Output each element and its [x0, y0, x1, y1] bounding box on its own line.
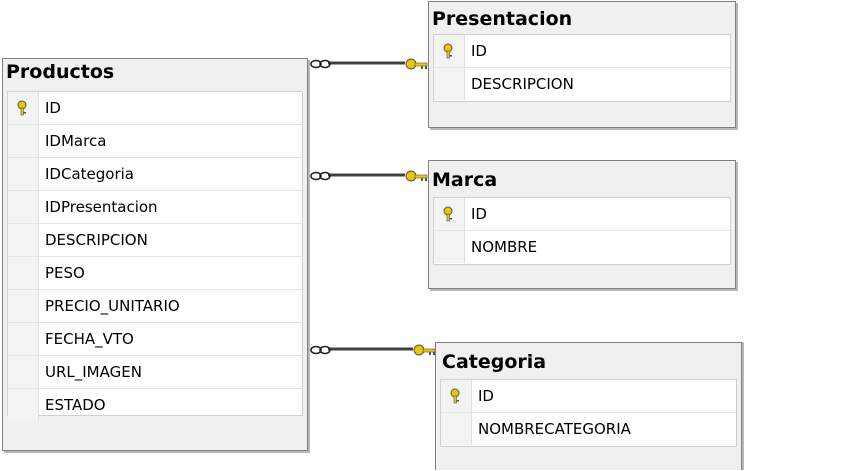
primary-key-icon: [17, 100, 27, 116]
column-name: FECHA_VTO: [45, 330, 134, 348]
column-grid: ID NOMBRE: [433, 197, 731, 265]
column-row[interactable]: ID: [8, 92, 302, 125]
column-row[interactable]: DESCRIPCION: [8, 224, 302, 257]
table-categoria[interactable]: Categoria ID NOMBRECATEGORIA: [435, 342, 742, 470]
column-name: DESCRIPCION: [471, 75, 574, 93]
column-row[interactable]: ID: [434, 198, 730, 231]
relationship-productos-categoria[interactable]: [310, 344, 436, 356]
column-name: ID: [471, 42, 487, 60]
primary-key-icon: [443, 206, 453, 222]
column-name: IDMarca: [45, 132, 107, 150]
column-name: ID: [45, 99, 61, 117]
table-marca[interactable]: Marca ID NOMBRE: [428, 160, 736, 289]
column-row[interactable]: PRECIO_UNITARIO: [8, 290, 302, 323]
column-grid: ID IDMarca IDCategoria IDPresentacion DE…: [7, 91, 303, 421]
relationship-productos-presentacion[interactable]: [310, 58, 428, 70]
infinity-icon: [310, 345, 331, 355]
column-name: DESCRIPCION: [45, 231, 148, 249]
column-row[interactable]: FECHA_VTO: [8, 323, 302, 356]
column-row[interactable]: DESCRIPCION: [434, 68, 730, 100]
column-name: NOMBRE: [471, 238, 538, 256]
column-row[interactable]: PESO: [8, 257, 302, 290]
infinity-icon: [310, 59, 331, 69]
column-grid: ID NOMBRECATEGORIA: [440, 379, 737, 447]
column-row[interactable]: NOMBRE: [434, 231, 730, 263]
table-presentacion[interactable]: Presentacion ID DESCRIPCION: [428, 1, 736, 128]
column-name: NOMBRECATEGORIA: [478, 420, 631, 438]
column-row[interactable]: URL_IMAGEN: [8, 356, 302, 389]
table-title: Marca: [432, 169, 498, 191]
key-icon: [405, 58, 428, 70]
column-row[interactable]: ESTADO: [8, 389, 302, 421]
table-title: Presentacion: [432, 8, 573, 30]
key-icon: [405, 170, 428, 182]
column-row[interactable]: IDCategoria: [8, 158, 302, 191]
column-name: ID: [478, 387, 494, 405]
column-row[interactable]: IDMarca: [8, 125, 302, 158]
primary-key-icon: [443, 43, 453, 59]
column-row[interactable]: NOMBRECATEGORIA: [441, 413, 736, 445]
column-name: URL_IMAGEN: [45, 363, 142, 381]
column-name: IDCategoria: [45, 165, 134, 183]
key-icon: [413, 344, 436, 356]
table-title: Productos: [6, 61, 115, 83]
infinity-icon: [310, 171, 331, 181]
relationship-productos-marca[interactable]: [310, 170, 428, 182]
table-title: Categoria: [442, 351, 547, 373]
column-name: ESTADO: [45, 396, 106, 414]
column-row[interactable]: IDPresentacion: [8, 191, 302, 224]
column-name: ID: [471, 205, 487, 223]
table-productos[interactable]: Productos ID IDMarca IDCategoria IDPrese…: [2, 58, 308, 451]
column-grid: ID DESCRIPCION: [433, 34, 731, 102]
column-row[interactable]: ID: [441, 380, 736, 413]
primary-key-icon: [450, 388, 460, 404]
column-name: IDPresentacion: [45, 198, 158, 216]
column-row[interactable]: ID: [434, 35, 730, 68]
column-name: PESO: [45, 264, 85, 282]
column-name: PRECIO_UNITARIO: [45, 297, 180, 315]
